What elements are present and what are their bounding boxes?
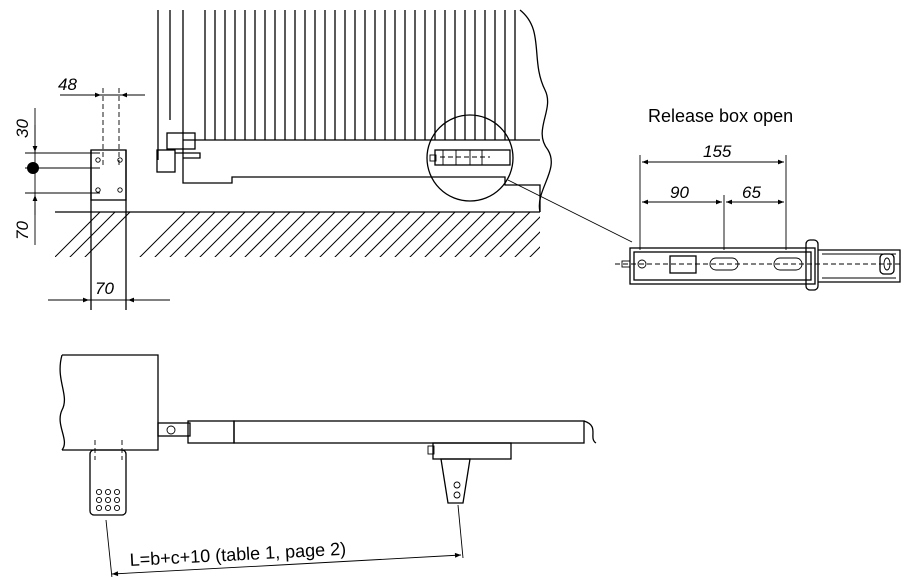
plan-view: [59, 354, 597, 516]
dimension-vertical: 30 70: [13, 108, 100, 245]
ground-hatch: [55, 211, 540, 257]
length-formula: L=b+c+10 (table 1, page 2): [129, 539, 346, 570]
svg-text:30: 30: [13, 119, 32, 138]
dimension-48: 48: [58, 75, 145, 98]
dimension-70-horizontal: 70: [48, 279, 170, 303]
release-box-detail-callout: [426, 114, 633, 243]
svg-text:65: 65: [742, 183, 761, 202]
svg-text:48: 48: [58, 75, 77, 94]
svg-text:155: 155: [703, 142, 732, 161]
mounting-post: [90, 88, 127, 310]
svg-text:70: 70: [95, 279, 114, 298]
svg-text:70: 70: [13, 221, 32, 240]
length-dimension: L=b+c+10 (table 1, page 2): [105, 504, 464, 577]
release-box-open-drawing: 155 90 65: [615, 142, 901, 291]
release-box-title: Release box open: [648, 106, 793, 126]
gate-elevation: [156, 9, 552, 213]
svg-text:90: 90: [670, 183, 689, 202]
gate-slats: [204, 10, 516, 140]
